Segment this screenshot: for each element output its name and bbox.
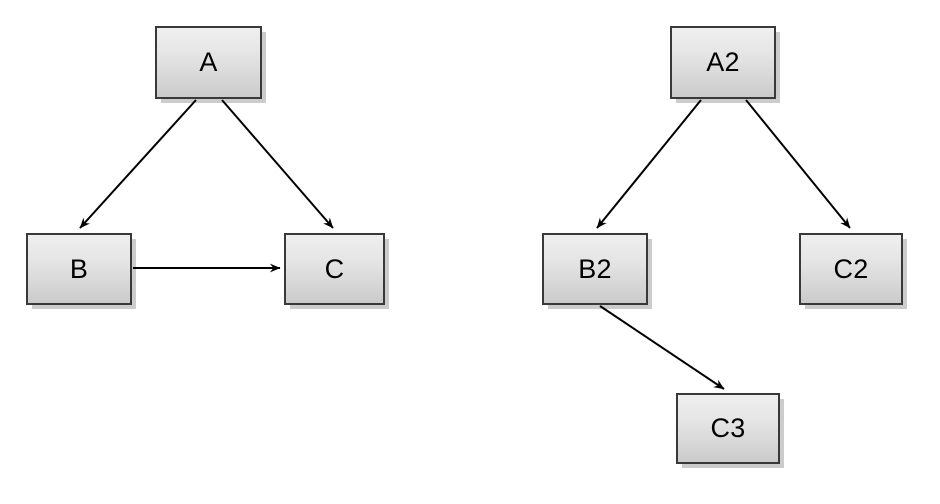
node-label: C — [324, 253, 345, 284]
node-label: C3 — [710, 413, 746, 443]
node-label: A2 — [706, 47, 740, 77]
node-c3[interactable]: C3 — [676, 393, 780, 464]
edge-a-to-b — [79, 99, 197, 229]
node-a[interactable]: A — [155, 26, 262, 99]
node-label: C2 — [833, 253, 869, 284]
node-label: A — [199, 47, 218, 77]
edge-group — [79, 99, 851, 390]
node-c[interactable]: C — [284, 233, 385, 305]
edge-a2-to-b2 — [596, 99, 702, 229]
node-a2[interactable]: A2 — [670, 26, 776, 99]
edge-a2-to-c2 — [745, 99, 851, 229]
node-c2[interactable]: C2 — [799, 233, 903, 305]
node-label: B — [69, 253, 89, 284]
node-b2[interactable]: B2 — [542, 233, 648, 305]
node-b[interactable]: B — [26, 233, 132, 305]
edge-a-to-c — [221, 99, 334, 229]
node-label: B2 — [578, 253, 612, 284]
edge-b2-to-c3 — [599, 305, 725, 390]
